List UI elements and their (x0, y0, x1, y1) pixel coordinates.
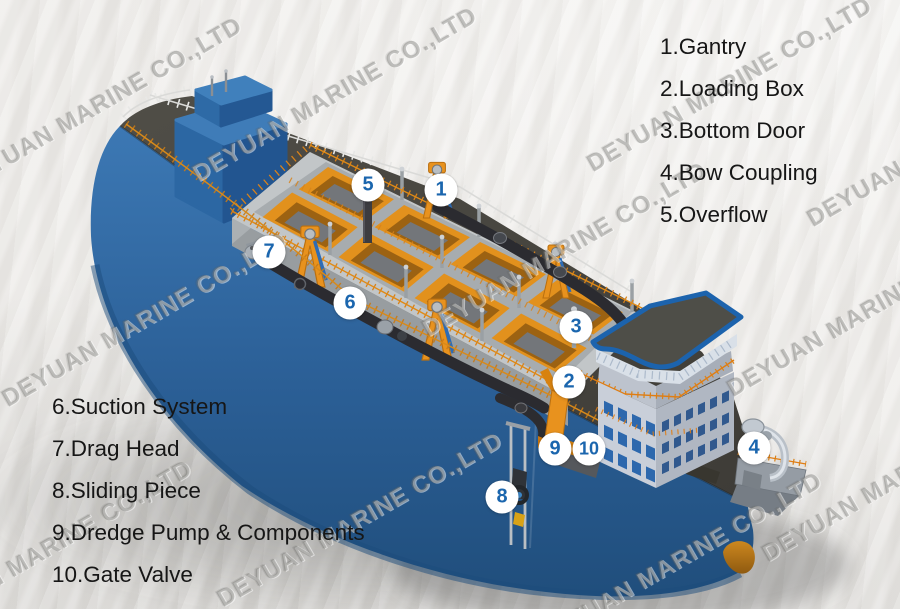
stern-masts (210, 69, 228, 96)
marker-2-loading-box: 2 (552, 365, 586, 399)
legend-item-suction-system: 6.Suction System (52, 394, 228, 419)
legend-item-drag-head: 7.Drag Head (52, 436, 180, 461)
marker-8-sliding-piece: 8 (485, 480, 519, 514)
legend-parts-6-10: 6.Suction System 7.Drag Head 8.Sliding P… (52, 386, 365, 596)
marker-4-bow-coupling: 4 (737, 431, 771, 465)
legend-item-bow-coupling: 4.Bow Coupling (660, 160, 818, 185)
marker-7-drag-head: 7 (252, 235, 286, 269)
legend-item-loading-box: 2.Loading Box (660, 76, 804, 101)
marker-9-dredge-pump: 9 (538, 432, 572, 466)
marker-1-gantry: 1 (424, 173, 458, 207)
bulbous-bow (723, 541, 755, 574)
marker-10-gate-valve: 10 (572, 432, 606, 466)
legend-item-bottom-door: 3.Bottom Door (660, 118, 806, 143)
bow-coupling (730, 418, 807, 516)
legend-parts-1-5: 1.Gantry 2.Loading Box 3.Bottom Door 4.B… (660, 26, 818, 236)
bridge-roof (590, 290, 744, 370)
legend-item-sliding-piece: 8.Sliding Piece (52, 478, 201, 503)
superstructure-windows-right (662, 390, 729, 475)
superstructure-windows-left (604, 400, 655, 483)
legend-item-gate-valve: 10.Gate Valve (52, 562, 193, 587)
legend-item-overflow: 5.Overflow (660, 202, 768, 227)
marker-3-bottom-door: 3 (559, 310, 593, 344)
marker-5-overflow: 5 (351, 168, 385, 202)
superstructure (578, 290, 744, 488)
suction-system-pipe (256, 252, 550, 414)
marker-6-suction-system: 6 (333, 286, 367, 320)
suction-pipe-far (432, 201, 629, 329)
legend-item-dredge-pump: 9.Dredge Pump & Components (52, 520, 365, 545)
legend-item-gantry: 1.Gantry (660, 34, 747, 59)
